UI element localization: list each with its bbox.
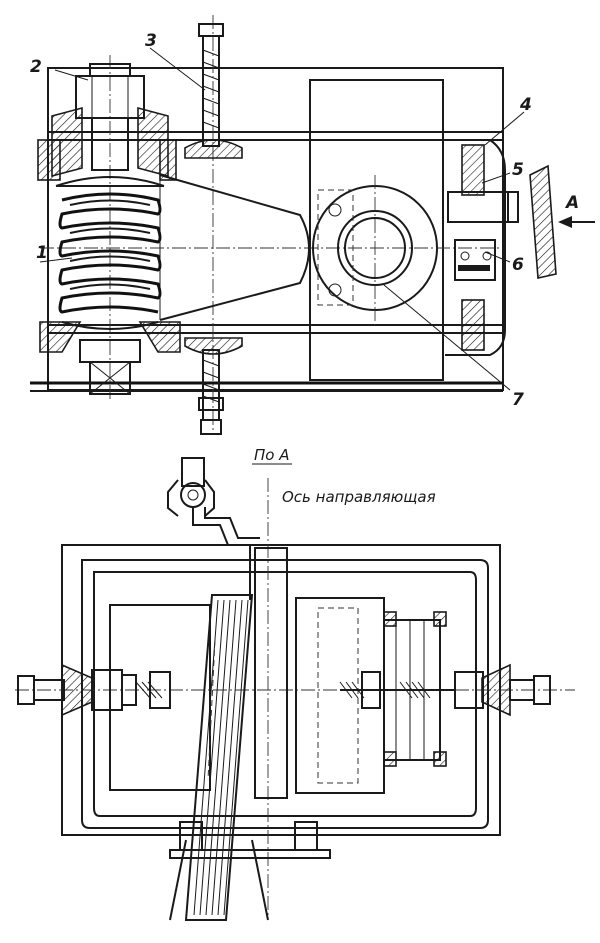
label-part-1: 1 bbox=[36, 243, 48, 263]
spring-seat-bottom bbox=[39, 321, 181, 395]
label-arrow-a: A bbox=[564, 193, 579, 213]
hanger-hook bbox=[167, 457, 260, 600]
label-part-2: 2 bbox=[30, 57, 42, 77]
eccentric-bearing bbox=[312, 175, 438, 325]
coil-spring bbox=[58, 192, 162, 314]
leaf-spring bbox=[169, 594, 269, 921]
label-part-7: 7 bbox=[512, 390, 524, 410]
view-arrow-a bbox=[558, 216, 595, 228]
pressure-plate bbox=[529, 164, 557, 279]
adjusting-screw-bottom bbox=[184, 337, 243, 435]
swing-arm bbox=[159, 174, 310, 321]
adjusting-screw-top bbox=[184, 23, 243, 159]
disc-pack bbox=[383, 611, 447, 767]
nut-assembly bbox=[37, 63, 177, 187]
label-part-3: 3 bbox=[145, 31, 157, 51]
bottom-view bbox=[15, 457, 575, 921]
view-caption: По А bbox=[254, 446, 290, 464]
label-part-4: 4 bbox=[519, 95, 532, 115]
left-bolt bbox=[17, 663, 171, 717]
axis-caption: Ось направляющая bbox=[282, 488, 436, 506]
guide-window bbox=[309, 79, 444, 381]
clamp-assembly bbox=[445, 139, 557, 356]
label-part-6: 6 bbox=[512, 255, 524, 275]
label-part-5: 5 bbox=[512, 160, 524, 180]
top-view: 1 2 3 4 5 6 7 A bbox=[30, 15, 595, 435]
right-bolt bbox=[339, 663, 551, 717]
